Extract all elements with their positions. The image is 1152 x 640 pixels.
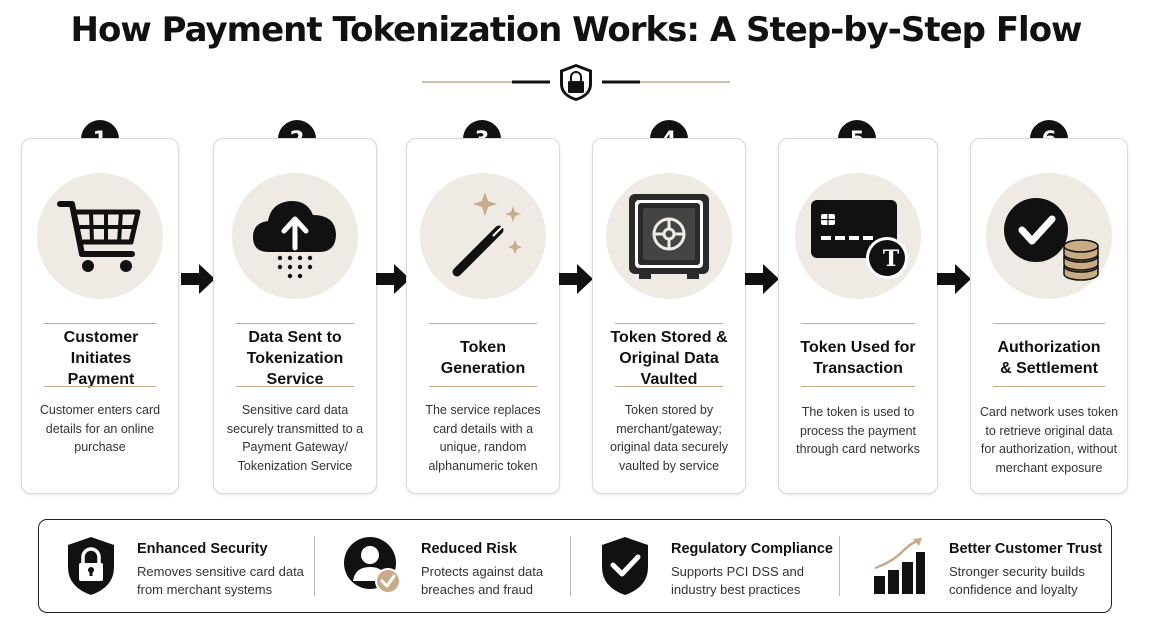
divider-line	[429, 386, 537, 387]
card-token-icon	[811, 200, 908, 279]
step-card-2: Data Sent to Tokenization Service Sensit…	[213, 138, 377, 494]
benefit-description: Protects against data breaches and fraud	[421, 564, 544, 597]
arrow-right-icon	[559, 264, 593, 294]
step-description: Customer enters card details for an onli…	[39, 403, 161, 454]
divider-line	[801, 323, 915, 324]
divider-line	[993, 323, 1105, 324]
benefit-enhanced-security: Enhanced Security Removes sensitive card…	[61, 520, 311, 612]
step-description: Card network uses token to retrieve orig…	[979, 405, 1119, 475]
arrow-right-icon	[376, 264, 410, 294]
benefit-regulatory-compliance: Regulatory Compliance Supports PCI DSS a…	[595, 520, 845, 612]
benefit-reduced-risk: Reduced Risk Protects against data breac…	[343, 520, 565, 612]
padlock-icon	[68, 537, 114, 595]
benefit-divider	[570, 536, 571, 596]
benefit-better-customer-trust: Better Customer Trust Stronger security …	[869, 520, 1103, 612]
divider-line	[429, 323, 537, 324]
arrow-right-icon	[181, 264, 215, 294]
benefit-divider	[314, 536, 315, 596]
arrow-right-icon	[745, 264, 779, 294]
benefit-description: Stronger security builds confidence and …	[949, 564, 1085, 597]
icon-background	[986, 173, 1112, 299]
step-card-1: Customer Initiates Payment Customer ente…	[21, 138, 179, 494]
step-card-6: Authorization & Settlement Card network …	[970, 138, 1128, 494]
step-description: The token is used to process the payment…	[796, 405, 920, 456]
benefit-title: Regulatory Compliance	[671, 541, 833, 557]
page-title: How Payment Tokenization Works: A Step-b…	[70, 10, 1083, 50]
step-card-5: T Token Used for Transaction The token i…	[778, 138, 938, 494]
step-title: Token Stored & Original Data Vaulted	[610, 328, 728, 388]
benefit-description: Removes sensitive card data from merchan…	[137, 564, 304, 597]
step-title: Data Sent to Tokenization Service	[246, 328, 344, 388]
step-title: Customer Initiates Payment	[63, 328, 139, 388]
benefit-title: Reduced Risk	[421, 541, 517, 557]
shopping-cart-icon	[57, 201, 141, 272]
check-coins-icon	[1004, 198, 1099, 281]
divider-line	[236, 323, 354, 324]
divider-line	[615, 323, 723, 324]
arrow-right-icon	[937, 264, 971, 294]
vault-safe-icon	[629, 194, 709, 279]
benefit-divider	[839, 536, 840, 596]
divider-line	[236, 386, 354, 387]
user-shield-icon	[344, 537, 401, 594]
step-title: Authorization & Settlement	[997, 339, 1101, 377]
step-title: Token Generation	[440, 339, 526, 377]
icon-background	[420, 173, 546, 299]
step-card-3: Token Generation The service replaces ca…	[406, 138, 560, 494]
step-description: Token stored by merchant/gateway; origin…	[609, 403, 729, 473]
step-description: The service replaces card details with a…	[425, 403, 541, 473]
icon-background: T	[795, 173, 921, 299]
token-letter: T	[882, 246, 900, 272]
benefit-description: Supports PCI DSS and industry best pract…	[671, 564, 804, 597]
benefit-title: Enhanced Security	[137, 541, 268, 557]
cloud-upload-icon	[253, 200, 336, 279]
divider-line	[801, 386, 915, 387]
divider-line	[44, 386, 156, 387]
divider-line	[615, 386, 723, 387]
title-divider-lock	[422, 64, 730, 101]
shield-check-icon	[602, 537, 648, 595]
magic-wand-icon	[452, 192, 522, 277]
icon-background	[606, 173, 732, 299]
icon-background	[232, 173, 358, 299]
growth-chart-icon	[874, 538, 925, 594]
benefits-panel: Enhanced Security Removes sensitive card…	[38, 519, 1112, 613]
divider-line	[44, 323, 156, 324]
step-title: Token Used for Transaction	[800, 339, 916, 377]
benefit-title: Better Customer Trust	[949, 541, 1103, 557]
divider-line	[993, 386, 1105, 387]
icon-background	[37, 173, 163, 299]
step-description: Sensitive card data securely transmitted…	[226, 403, 364, 473]
step-card-4: Token Stored & Original Data Vaulted Tok…	[592, 138, 746, 494]
